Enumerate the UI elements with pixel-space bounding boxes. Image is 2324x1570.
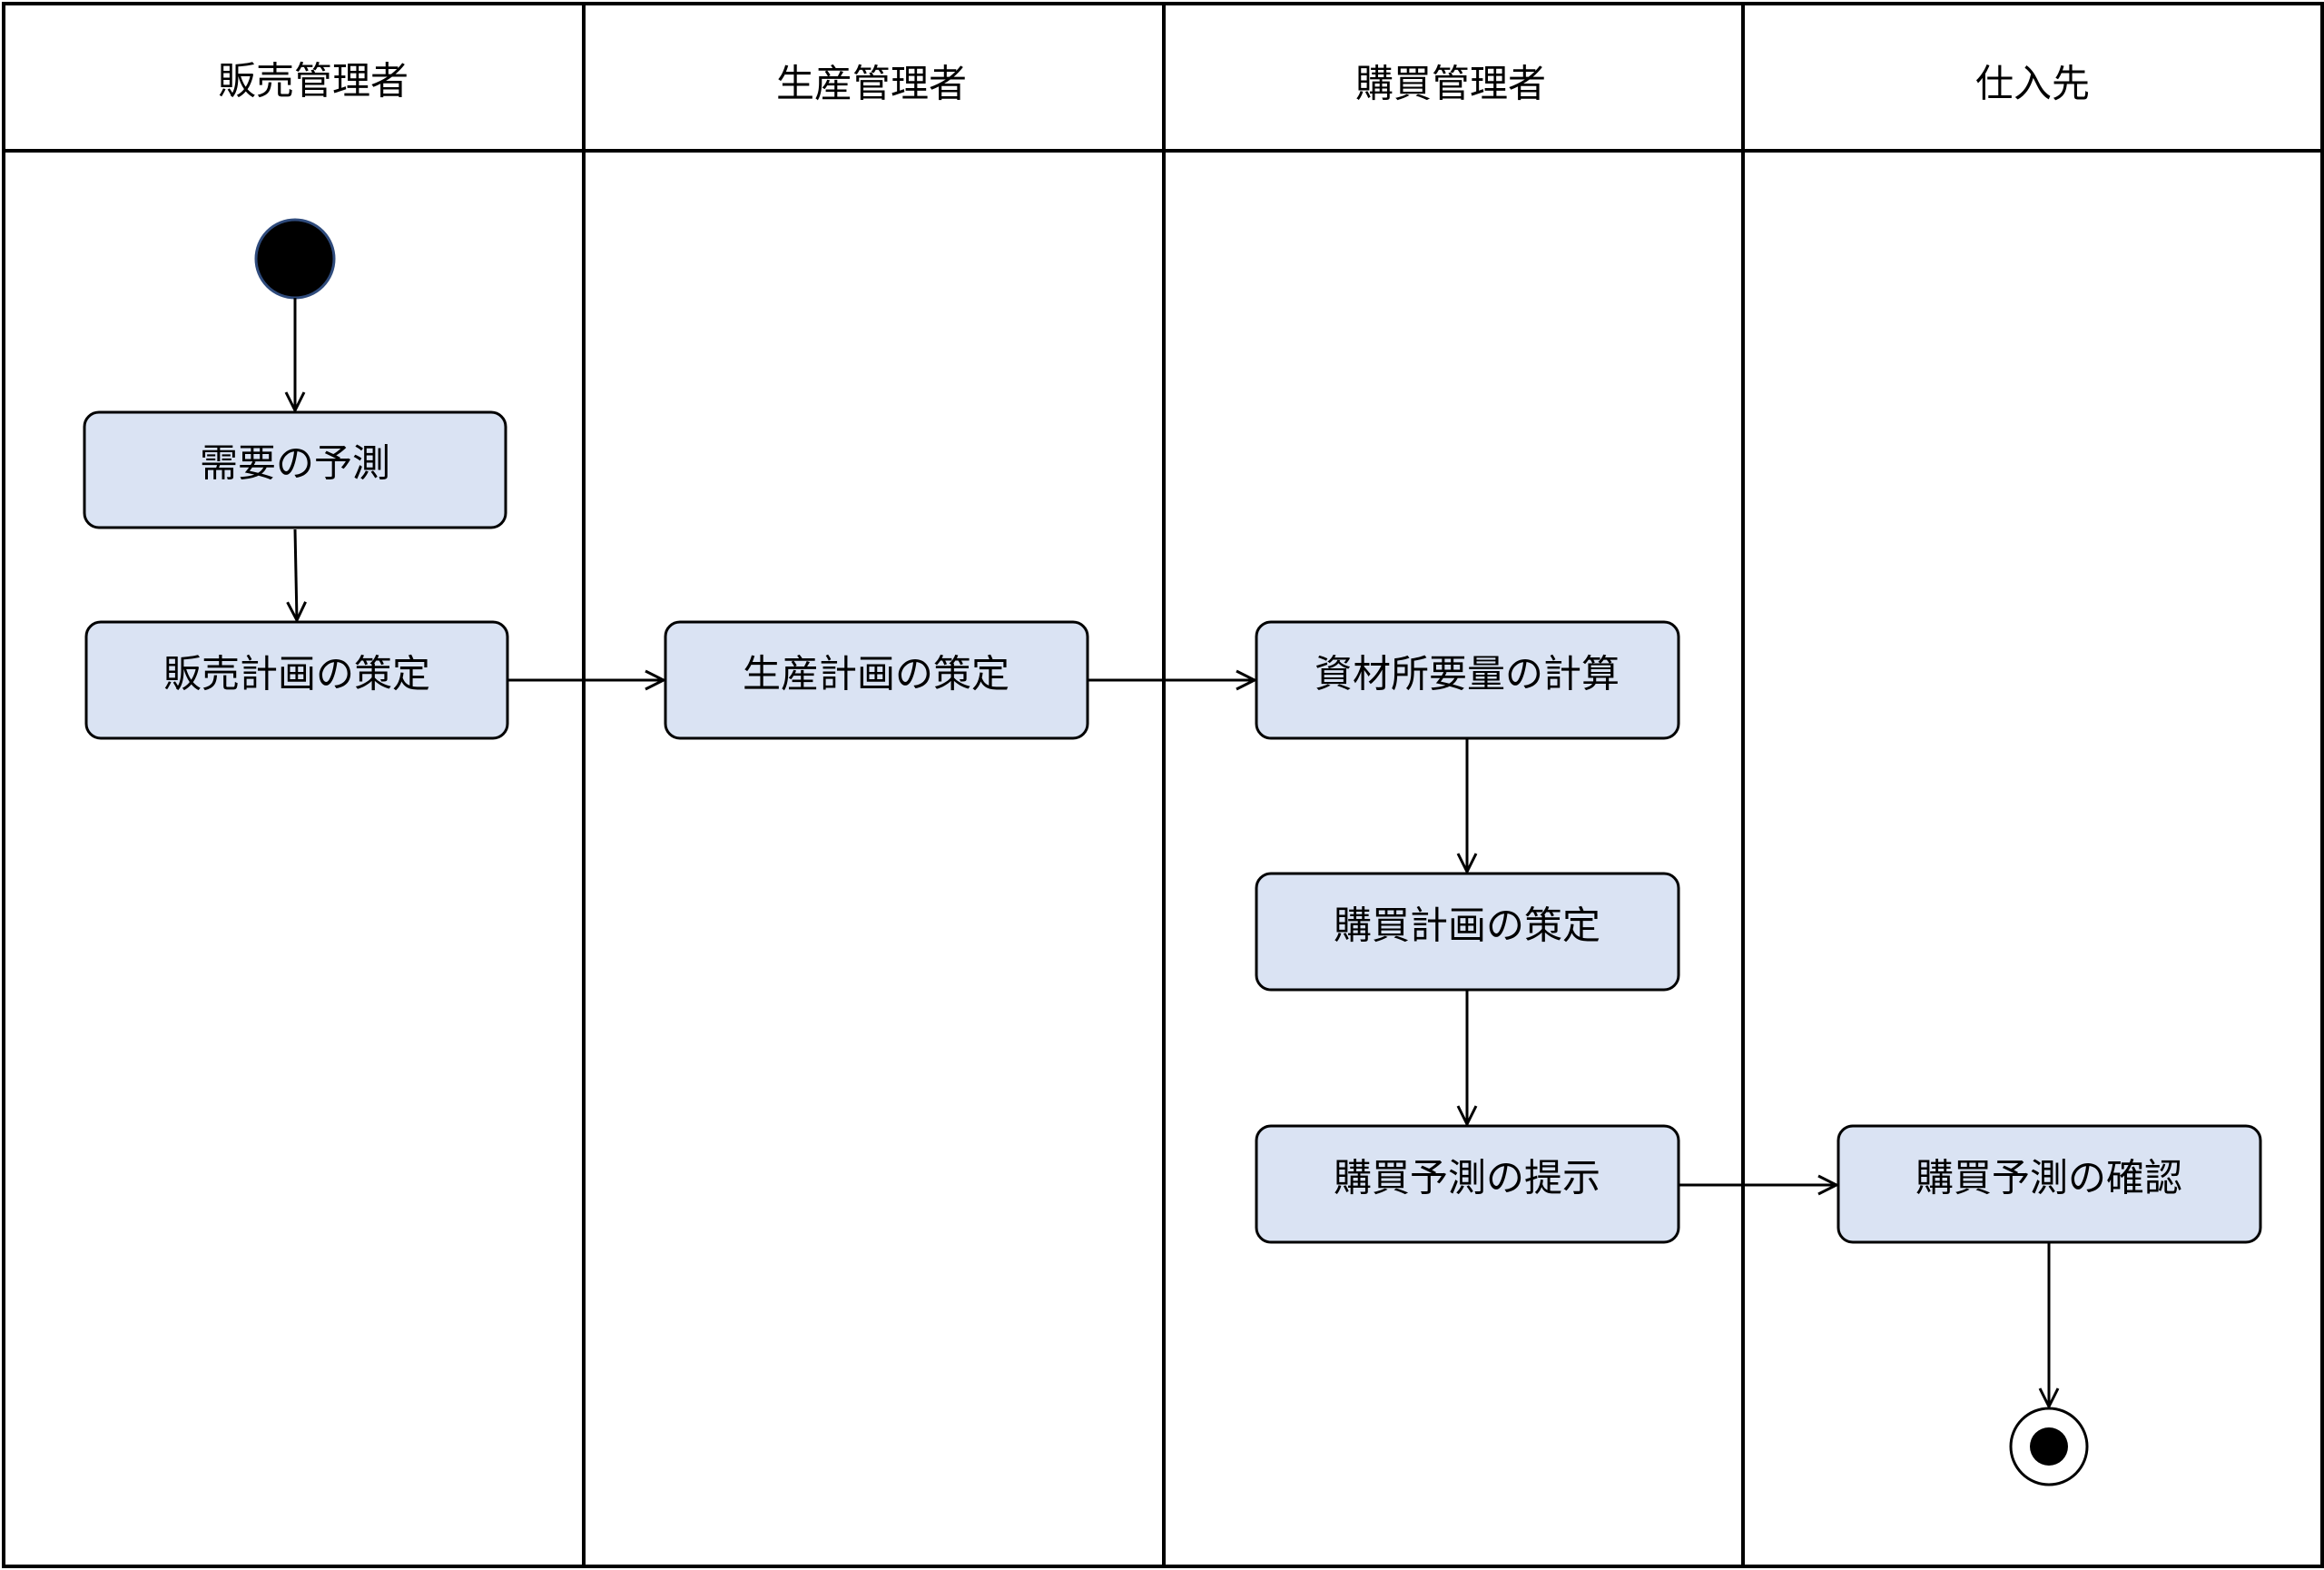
lane-title-supplier: 仕入先 (1975, 62, 2090, 106)
action-sales-plan: 販売計画の策定 (84, 620, 509, 740)
action-production-plan: 生産計画の策定 (664, 620, 1089, 740)
action-label: 需要の予測 (200, 441, 390, 486)
end-node-core (2030, 1427, 2068, 1466)
action-label: 販売計画の策定 (163, 652, 430, 696)
action-purchase-plan: 購買計画の策定 (1255, 872, 1680, 992)
action-material-requirements: 資材所要量の計算 (1255, 620, 1680, 740)
action-label: 生産計画の策定 (743, 652, 1009, 696)
action-purchase-forecast-present: 購買予測の提示 (1255, 1124, 1680, 1244)
action-label: 購買計画の策定 (1334, 903, 1600, 948)
action-label: 購買予測の提示 (1334, 1156, 1600, 1200)
start-node (254, 218, 336, 300)
lane-title-production: 生産管理者 (776, 62, 967, 106)
action-box (83, 410, 507, 529)
lane-title-purchasing: 購買管理者 (1355, 62, 1546, 106)
action-label: 資材所要量の計算 (1315, 652, 1620, 696)
action-purchase-forecast-confirm: 購買予測の確認 (1837, 1124, 2262, 1244)
flow-demand-to-sales-plan (295, 528, 297, 620)
lane-title-sales: 販売管理者 (218, 59, 409, 104)
action-demand-forecast: 需要の予測 (83, 410, 507, 529)
end-node (2009, 1407, 2089, 1486)
action-label: 購買予測の確認 (1915, 1156, 2182, 1200)
